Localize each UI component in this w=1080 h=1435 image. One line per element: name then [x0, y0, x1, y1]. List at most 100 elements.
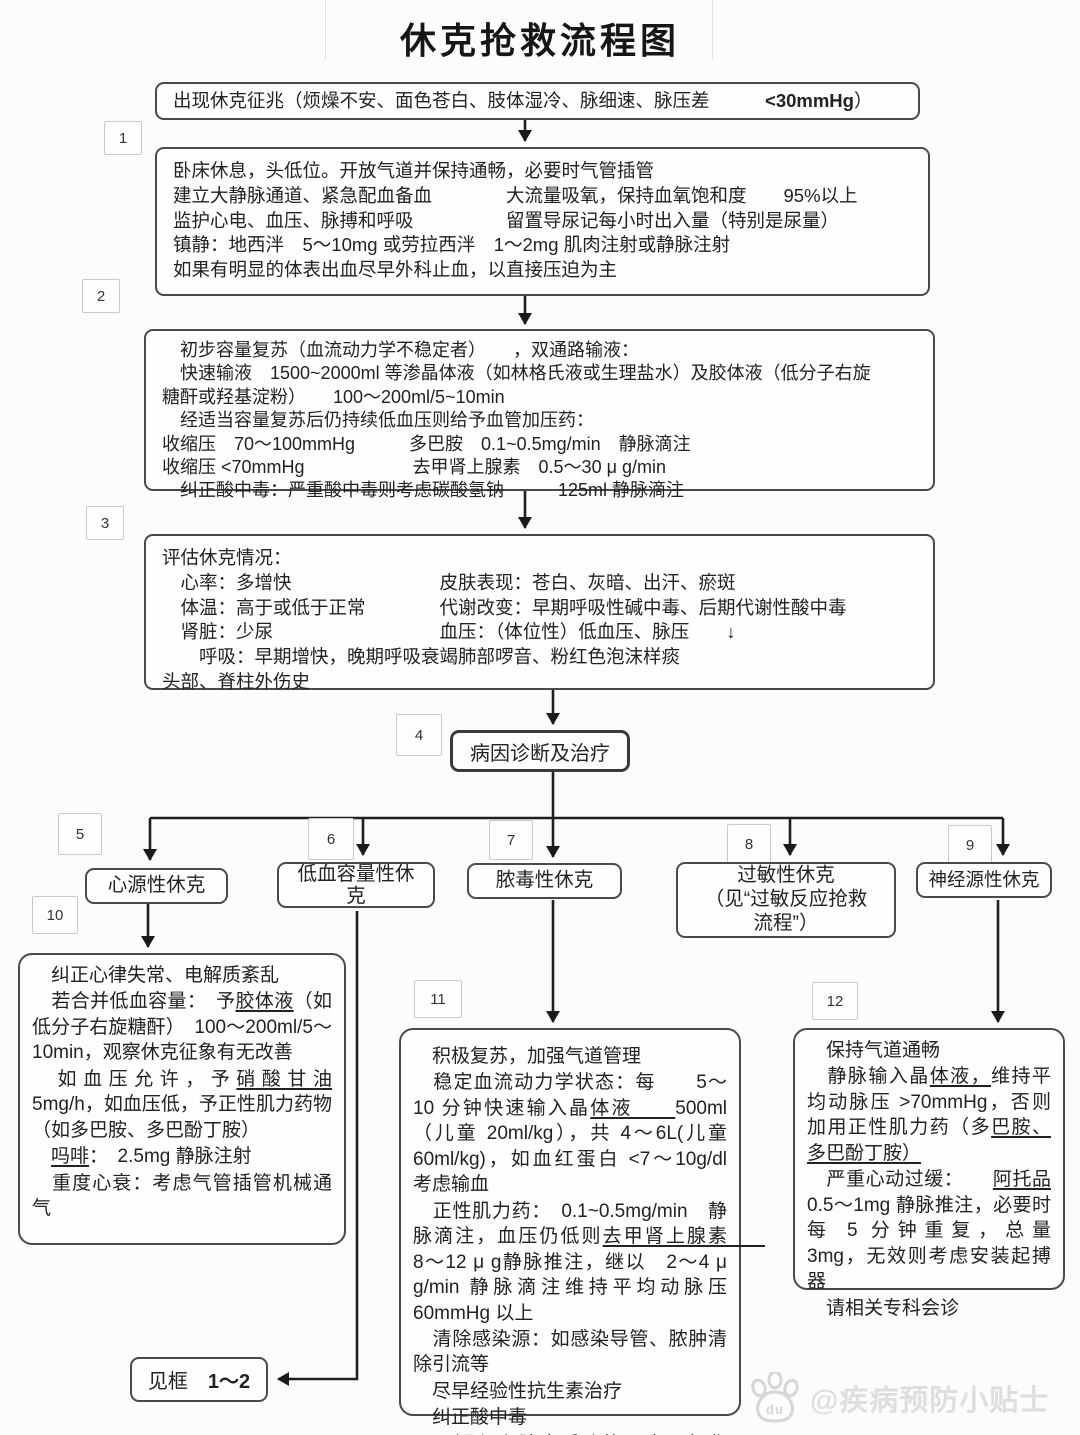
- text-segment: 硝酸甘油: [236, 1068, 332, 1090]
- branch-label: 神经源性休克: [928, 868, 1040, 890]
- text-segment: 正性肌力药： 0.1~0.5mg/min 静脉滴注，血压仍低则: [413, 1200, 727, 1248]
- step-number-3: 3: [86, 506, 124, 540]
- step-number-label: 11: [430, 990, 446, 1008]
- branch-septic-shock: 脓毒性休克: [467, 863, 622, 899]
- text-line: 保持气道通畅: [807, 1040, 941, 1061]
- step-number-4: 4: [396, 714, 442, 756]
- text-segment: 500ml（儿童 20ml/kg），共 4～6L(儿童 60ml/kg)，如血红…: [413, 1097, 747, 1196]
- text-line: 纠正心律失常、电解质紊乱: [32, 965, 280, 986]
- step-number-label: 8: [744, 835, 754, 853]
- text-line: 镇静：地西泮 5～10mg 或劳拉西泮 1～2mg 肌肉注射或静脉注射: [173, 234, 731, 256]
- text-line: 收缩压 70～100mmHg 多巴胺 0.1~0.5mg/min 静脉滴注: [162, 433, 691, 454]
- branch-label: （见“过敏反应抢救: [704, 888, 868, 911]
- text-line: 肾脏：少尿 血压：（体位性）低血压、脉压 ↓: [162, 621, 736, 643]
- text-segment: 巴胺、多巴酚丁胺）: [807, 1117, 1051, 1164]
- box-shock-assessment: 评估休克情况： 心率：多增快 皮肤表现：苍白、灰暗、出汗、瘀斑 体温：高于或低于…: [144, 534, 935, 692]
- box-fluid-resuscitation: 初步容量复苏（血流动力学不稳定者） ，双通路输液： 快速输液 1500~2000…: [144, 329, 935, 500]
- text-line: 尽早经验性抗生素治疗: [413, 1380, 623, 1402]
- page-title: 休克抢救流程图: [399, 21, 680, 61]
- box-shock-signs: 出现休克征兆（烦燥不安、面色苍白、肢体湿冷、脉细速、脉压差 <30mmHg）: [155, 82, 920, 120]
- text-line: 头部、脊柱外伤史: [162, 670, 311, 692]
- box-initial-management: 卧床休息，头低位。开放气道并保持通畅，必要时气管插管 建立大静脉通道、紧急配血备…: [155, 147, 930, 296]
- text-segment: 体液，: [929, 1066, 992, 1088]
- text-segment: 可疑肾上腺皮质功能不全：: [413, 1434, 687, 1435]
- text-line: 若合并低血容量： 予胶体液（如低分子右旋糖酐） 100～200ml/5～10mi…: [32, 989, 332, 1065]
- decision-label: 病因诊断及治疗: [470, 742, 610, 765]
- step-number-label: 2: [96, 287, 106, 305]
- step-number-label: 12: [826, 992, 844, 1010]
- text-line: 快速输液 1500~2000ml 等渗晶体液（如林格氏液或生理盐水）及胶体液（低…: [162, 363, 871, 384]
- text-line: 可疑肾上腺皮质功能不全：氢化 可的松琥珀酸钠 100mg 静脉滴注: [413, 1432, 727, 1435]
- box-septic-treatment: 积极复苏，加强气道管理 稳定血流动力学状态：每 5～10 分钟快速输入晶体液 5…: [399, 1028, 765, 1435]
- baidu-paw-icon: du: [751, 1372, 799, 1423]
- step-number-label: 3: [100, 514, 110, 532]
- text-line: 静脉输入晶体液，维持平均动脉压 >70mmHg，否则加用正性肌力药（多巴胺、多巴…: [807, 1064, 1051, 1166]
- text-line: 清除感染源：如感染导管、脓肿清除引流等: [413, 1328, 727, 1376]
- text-segment: 若合并低血容量： 予: [32, 991, 236, 1013]
- divider: [325, 0, 326, 60]
- step-number-label: 4: [414, 726, 424, 744]
- text-line: 如果有明显的体表出血尽早外科止血，以直接压迫为主: [173, 259, 618, 281]
- text-line: 卧床休息，头低位。开放气道并保持通畅，必要时气管插管: [173, 160, 655, 181]
- text-segment: 如血压允许，予: [32, 1068, 237, 1090]
- step-number-12: 12: [812, 982, 858, 1020]
- text-line: 严重心动过缓： 阿托品 0.5～1mg 静脉推注，必要时每 5 分钟重复，总量 …: [807, 1167, 1070, 1294]
- text-segment: 阿托品: [992, 1169, 1051, 1191]
- text-line: 监护心电、血压、脉搏和呼吸 留置导尿记每小时出入量（特别是尿量）: [173, 209, 840, 231]
- box-cardiogenic-treatment: 纠正心律失常、电解质紊乱 若合并低血容量： 予胶体液（如低分子右旋糖酐） 100…: [18, 953, 346, 1245]
- branch-neurogenic-shock: 神经源性休克: [916, 862, 1052, 898]
- text-segment: 严重心动过缓：: [807, 1169, 993, 1191]
- watermark: du @疾病预防小贴士: [748, 1372, 1049, 1424]
- text-segment: 1～2: [207, 1371, 251, 1393]
- branch-label: 低血容量性休克: [297, 862, 415, 907]
- step-number-8: 8: [727, 824, 771, 864]
- text-line: 经适当容量复苏后仍持续低血压则给予血管加压药：: [162, 410, 594, 431]
- step-number-9: 9: [948, 825, 992, 865]
- text-line: 收缩压 <70mmHg 去甲肾上腺素 0.5～30 μ g/min: [162, 456, 666, 477]
- box-see-steps-1-2: 见框 1～2: [130, 1357, 268, 1402]
- step-number-label: 7: [506, 831, 516, 849]
- text-line: 正性肌力药： 0.1~0.5mg/min 静脉滴注，血压仍低则去甲肾上腺素 8～…: [413, 1199, 765, 1326]
- text-segment: 静脉输入晶: [807, 1066, 930, 1088]
- text-line: 建立大静脉通道、紧急配血备血 大流量吸氧，保持血氧饱和度 95%以上: [173, 184, 858, 206]
- text-segment: ： 2.5mg 静脉注射: [89, 1146, 252, 1168]
- text-line: 如血压允许，予硝酸甘油 5mg/h，如血压低，予正性肌力药物（如多巴胺、多巴酚丁…: [32, 1067, 332, 1143]
- step-number-label: 9: [965, 836, 975, 854]
- text-segment: 8～12 μ g静脉推注，继以 2～4 μ g/min 静脉滴注维持平均动脉压 …: [413, 1251, 766, 1324]
- text-segment: 吗啡: [51, 1146, 90, 1168]
- text-line: 呼吸：早期增快，晚期呼吸衰竭肺部啰音、粉红色泡沫样痰: [162, 646, 681, 668]
- step-number-7: 7: [489, 820, 533, 860]
- text-line: 体温：高于或低于正常 代谢改变：早期呼吸性碱中毒、后期代谢性酸中毒: [162, 596, 847, 618]
- text-segment: 稳定血流动力学状态：每 5～10 分钟快速输入晶: [413, 1072, 727, 1119]
- text-line: 请相关专科会诊: [807, 1297, 960, 1319]
- text-line: 纠正酸中毒: [413, 1407, 528, 1429]
- branch-label: 流程”）: [753, 911, 819, 934]
- step-number-5: 5: [58, 813, 102, 855]
- branch-label: 过敏性休克: [737, 864, 835, 887]
- text-line: 心率：多增快 皮肤表现：苍白、灰暗、出汗、瘀斑: [162, 571, 736, 593]
- step-number-1: 1: [104, 121, 142, 155]
- branch-hypovolemic-shock: 低血容量性休克: [277, 862, 435, 908]
- box-neurogenic-treatment: 保持气道通畅 静脉输入晶体液，维持平均动脉压 >70mmHg，否则加用正性肌力药…: [793, 1028, 1070, 1319]
- step-number-label: 1: [118, 129, 128, 147]
- branch-label: 脓毒性休克: [495, 869, 594, 892]
- branch-anaphylactic-shock: 过敏性休克 （见“过敏反应抢救 流程”）: [676, 862, 896, 938]
- step-number-10: 10: [32, 896, 78, 934]
- text-segment: 5mg/h，如血压低，予正性肌力药物（如多巴胺、多巴酚丁胺）: [32, 1094, 332, 1141]
- text-line: 重度心衰：考虑气管插管机械通气: [32, 1172, 332, 1220]
- text-line: 初步容量复苏（血流动力学不稳定者） ，双通路输液：: [162, 340, 639, 360]
- text-segment: <30mmHg: [765, 89, 854, 111]
- text-segment: 去甲肾上腺素: [602, 1226, 765, 1248]
- branch-cardiogenic-shock: 心源性休克: [85, 868, 228, 904]
- step-number-2: 2: [82, 279, 120, 313]
- watermark-handle: @疾病预防小贴士: [810, 1385, 1050, 1417]
- text-segment: 0.5～1mg 静脉推注，必要时每 5 分钟重复，总量 3mg，无效则考虑安装起…: [807, 1194, 1071, 1293]
- text-segment: ）: [853, 89, 873, 111]
- text-line: 糖酐或羟基淀粉） 100～200ml/5~10min: [162, 386, 505, 407]
- step-number-11: 11: [414, 980, 462, 1018]
- step-number-label: 10: [46, 906, 64, 924]
- text-line: 出现休克征兆（烦燥不安、面色苍白、肢体湿冷、脉细速、脉压差 <30mmHg）: [173, 89, 872, 114]
- text-line: 评估休克情况：: [162, 547, 292, 568]
- text-segment: 体液: [590, 1097, 676, 1119]
